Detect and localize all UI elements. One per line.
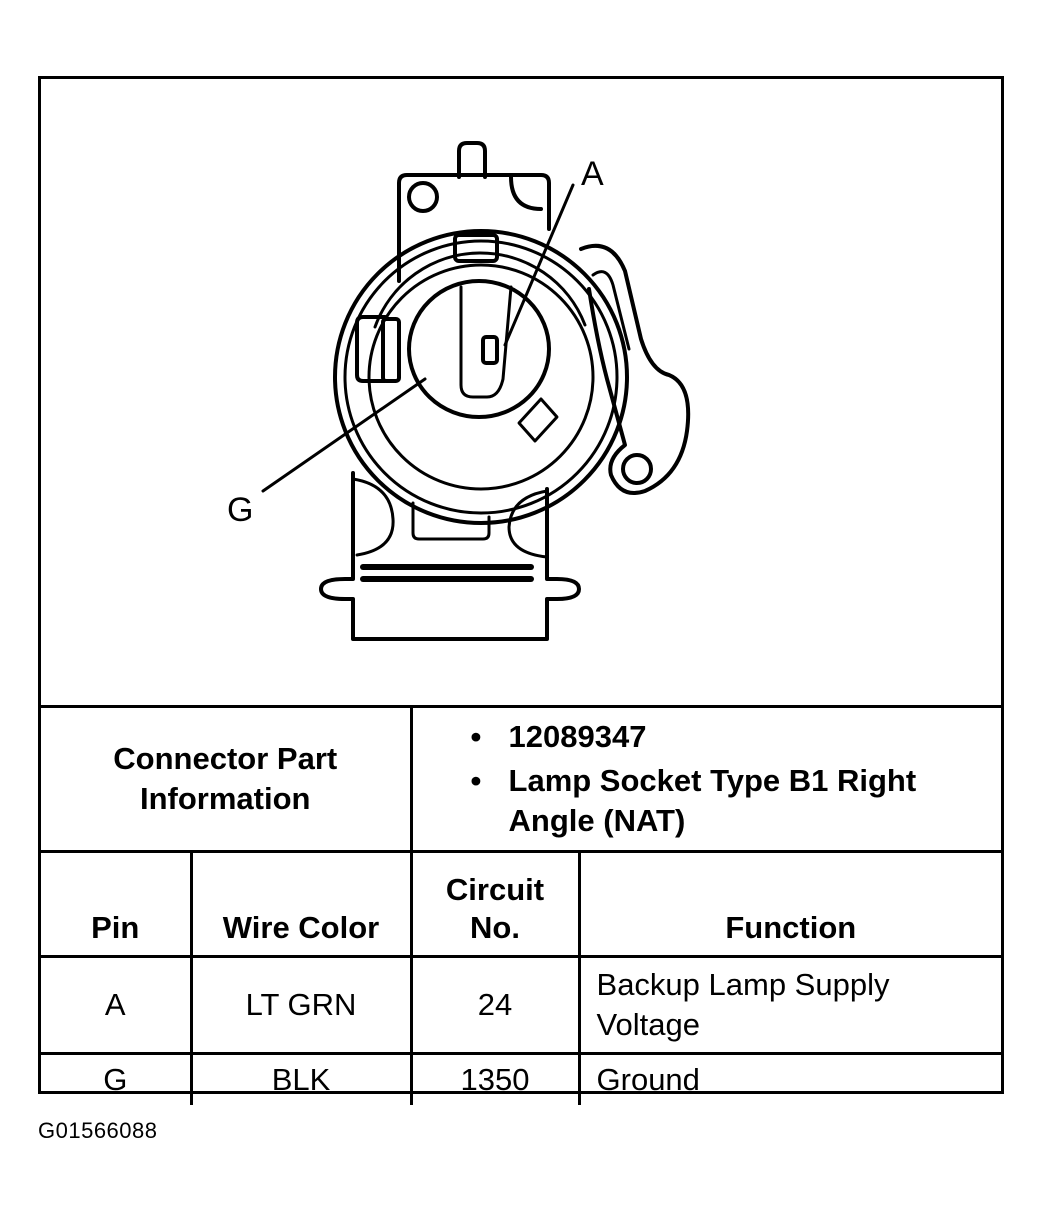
outer-ring xyxy=(333,229,629,525)
lamp-socket-illustration: A G xyxy=(227,141,691,641)
lower-housing-right-relief xyxy=(507,489,549,559)
connector-part-info-row: Connector Part Information 12089347 Lamp… xyxy=(41,705,1002,853)
cell-pin: A xyxy=(41,955,193,1055)
left-latch-button xyxy=(381,317,401,383)
leader-line-g xyxy=(261,377,427,493)
terminal-a xyxy=(481,335,499,365)
lower-housing-lock xyxy=(411,501,491,541)
socket-type: Lamp Socket Type B1 Right Angle (NAT) xyxy=(471,761,1002,841)
callout-pin-a: A xyxy=(581,155,604,193)
header-wire-color: Wire Color xyxy=(189,850,413,958)
lever-pivot xyxy=(621,453,653,485)
outer-ring-inner-edge xyxy=(343,239,619,515)
table-row: A LT GRN 24 Backup Lamp Supply Voltage xyxy=(41,955,1002,1055)
bulb-key-slot xyxy=(459,285,513,399)
lower-housing-left-relief xyxy=(351,477,395,557)
table-header-row: Pin Wire Color Circuit No. Function xyxy=(41,850,1002,958)
bulb-opening xyxy=(407,279,551,419)
cell-function: Backup Lamp Supply Voltage xyxy=(577,955,1002,1055)
top-latch xyxy=(453,233,499,263)
cell-pin: G xyxy=(41,1052,193,1105)
header-pin: Pin xyxy=(41,850,193,958)
mount-hole-left xyxy=(407,181,439,213)
leader-line-a xyxy=(503,183,575,347)
connector-illustration-area: A G xyxy=(41,79,1001,705)
retaining-lever-inner xyxy=(591,270,631,351)
header-circuit-no: Circuit No. xyxy=(409,850,581,958)
part-number: 12089347 xyxy=(471,717,1002,757)
left-latch xyxy=(355,315,387,383)
cell-wire-color: BLK xyxy=(189,1052,413,1105)
upper-housing xyxy=(397,173,551,283)
middle-ring xyxy=(367,263,595,491)
diagram-frame: A G Connector Part Information 12089347 … xyxy=(38,76,1004,1105)
cell-wire-color: LT GRN xyxy=(189,955,413,1055)
upper-housing-corner xyxy=(509,175,543,211)
connector-info-table: Connector Part Information 12089347 Lamp… xyxy=(41,705,1002,1105)
retaining-lever xyxy=(579,243,691,495)
figure-id: G01566088 xyxy=(38,1118,158,1143)
table-row: G BLK 1350 Ground xyxy=(41,1052,1002,1105)
top-tab xyxy=(457,141,487,179)
header-function: Function xyxy=(577,850,1002,958)
callout-pin-g: G xyxy=(227,491,253,529)
middle-ring-upper-edge xyxy=(373,251,587,329)
lower-housing xyxy=(319,471,581,641)
connector-part-info-label: Connector Part Information xyxy=(41,705,413,853)
lower-right-tab xyxy=(517,397,559,443)
connector-part-info-values: 12089347 Lamp Socket Type B1 Right Angle… xyxy=(409,705,1002,853)
cell-function: Ground xyxy=(577,1052,1002,1105)
cell-circuit-no: 24 xyxy=(409,955,581,1055)
cell-circuit-no: 1350 xyxy=(409,1052,581,1105)
